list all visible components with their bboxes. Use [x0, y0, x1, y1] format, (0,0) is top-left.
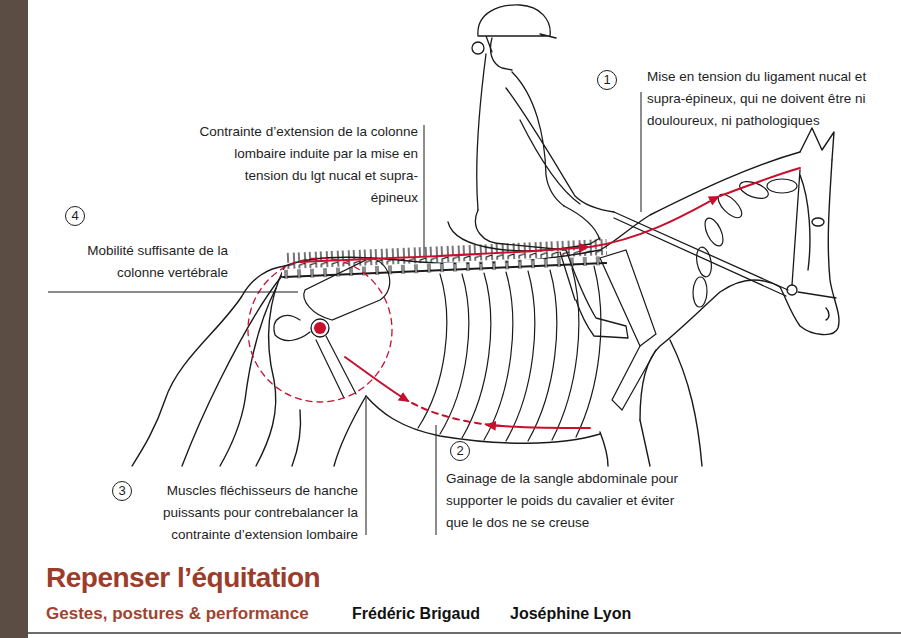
callout-number: 3 — [112, 481, 132, 501]
hip-joint — [311, 319, 329, 337]
callout-text: Mise en tension du ligament nucal et sup… — [647, 66, 897, 132]
humerus — [612, 346, 656, 410]
author-name: Joséphine Lyon — [510, 603, 631, 625]
hind-leg — [256, 266, 366, 466]
bottom-rule — [28, 632, 901, 634]
neck-vertebrae — [692, 178, 797, 307]
eye — [812, 218, 824, 226]
leader-lines — [48, 92, 641, 535]
rider-body — [477, 38, 614, 212]
pelvis — [274, 258, 390, 341]
femur — [316, 336, 356, 398]
callout-number-text: 4 — [71, 209, 78, 223]
skull-line — [800, 175, 810, 270]
callout-text: Contrainte d’extension de la colonne lom… — [198, 121, 418, 209]
head — [780, 160, 839, 335]
ligament-arrow — [300, 247, 588, 262]
bit — [787, 285, 797, 295]
tail — [182, 276, 282, 466]
leader-line — [641, 92, 642, 212]
vertebral-bodies — [282, 256, 607, 279]
saddle — [448, 222, 600, 300]
callout-number-text: 2 — [456, 444, 463, 458]
callout-number: 4 — [65, 206, 85, 226]
callout-number-text: 1 — [603, 73, 610, 87]
author-name: Frédéric Brigaud — [352, 603, 480, 625]
ligament-arrow — [590, 197, 718, 247]
leader-line — [436, 425, 437, 535]
leader-line — [424, 125, 425, 256]
ears — [800, 128, 834, 160]
neck-underline — [640, 280, 780, 420]
nostril — [826, 308, 829, 320]
rider-and-tack — [448, 5, 836, 338]
hair-bun — [472, 42, 484, 54]
tail — [132, 266, 285, 466]
abdominal-arrow — [487, 425, 590, 428]
bridle — [792, 170, 836, 298]
tension-arrows — [248, 168, 800, 428]
skeleton — [274, 178, 797, 441]
callout-text: Muscles fléchisseurs de hanche puissants… — [136, 480, 358, 546]
abdominal-line — [412, 403, 505, 426]
ligament-line — [720, 168, 800, 196]
leader-line — [366, 398, 367, 535]
book-subtitle: Gestes, postures & performance — [46, 602, 309, 625]
callout-number: 2 — [450, 441, 470, 461]
belly — [366, 396, 600, 443]
callout-text: Mobilité suffisante de la colonne vertéb… — [40, 240, 228, 284]
leader-line — [48, 292, 298, 293]
reins — [614, 212, 788, 296]
hip-rotation-circle — [248, 258, 392, 402]
callout-number: 1 — [597, 70, 617, 90]
horse-outline — [132, 128, 839, 466]
rider-leg — [476, 206, 628, 338]
book-title: Repenser l’équitation — [46, 561, 320, 595]
helmet — [478, 5, 556, 52]
callout-text: Gainage de la sangle abdominale pour sup… — [446, 468, 696, 534]
side-bar — [0, 0, 28, 638]
abdominal-arrow — [345, 357, 408, 401]
front-leg — [600, 340, 702, 466]
scapula — [600, 250, 656, 346]
callout-number-text: 3 — [118, 484, 125, 498]
ribs — [418, 266, 601, 441]
hip-joint-dot — [314, 322, 326, 334]
